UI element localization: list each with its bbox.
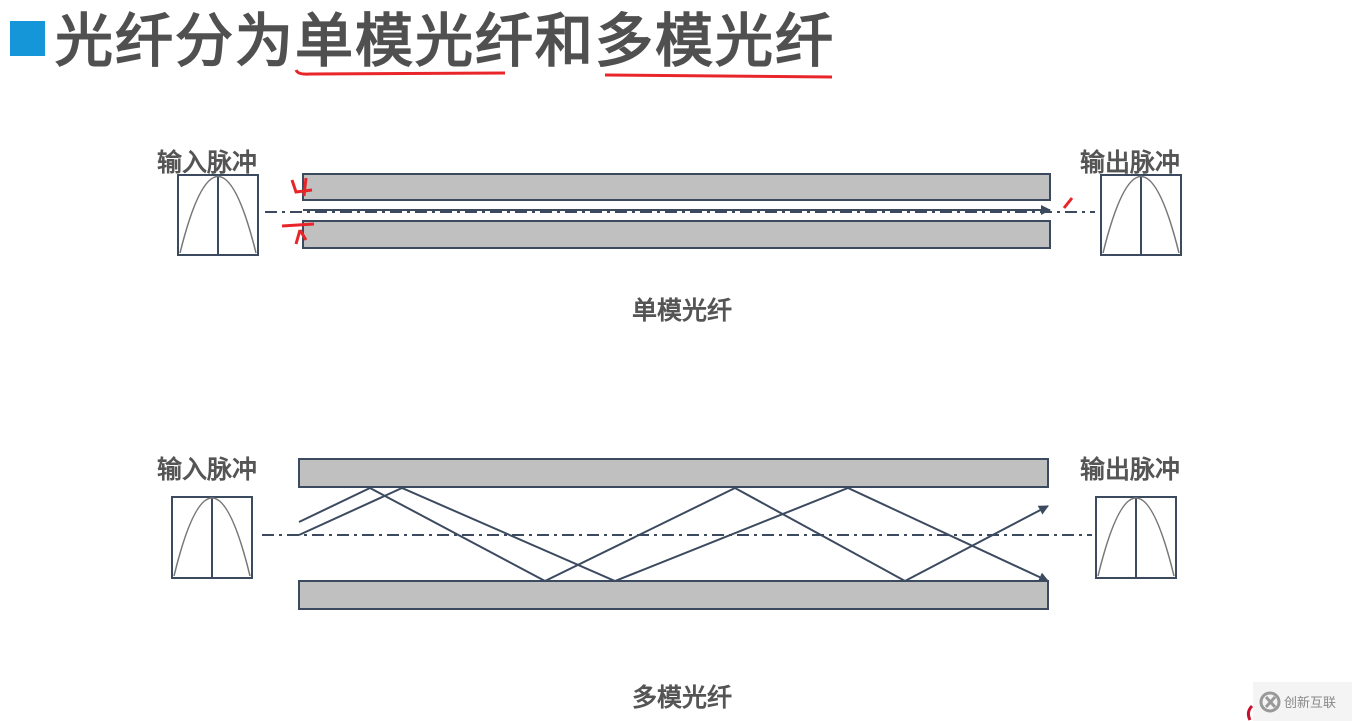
multi-output-label: 输出脉冲 [1080,455,1181,484]
underline-multi [604,73,833,79]
single-output-pulse [1100,174,1182,256]
multi-mode-fiber [262,458,1092,610]
multi-output-pulse [1095,496,1177,579]
multi-input-label: 输入脉冲 [157,455,258,484]
multi-input-pulse [171,496,253,579]
single-caption: 单模光纤 [632,296,733,325]
title-bullet [10,21,45,56]
single-mode-fiber [265,173,1095,249]
underline-single [294,69,506,76]
single-input-pulse [177,174,259,256]
multi-ray-1 [298,486,1049,583]
watermark: 创新互联 [1253,682,1352,721]
logo-x-icon [1259,691,1281,712]
multi-ray-2 [298,486,1049,583]
watermark-text: 创新互联 [1284,696,1337,711]
single-output-label: 输出脉冲 [1080,148,1181,177]
core-diameter-annotation [281,177,1074,245]
slide-title: 光纤分为单模光纤和多模光纤 [55,7,836,75]
multi-caption: 多模光纤 [632,683,733,712]
single-input-label: 输入脉冲 [157,148,258,177]
